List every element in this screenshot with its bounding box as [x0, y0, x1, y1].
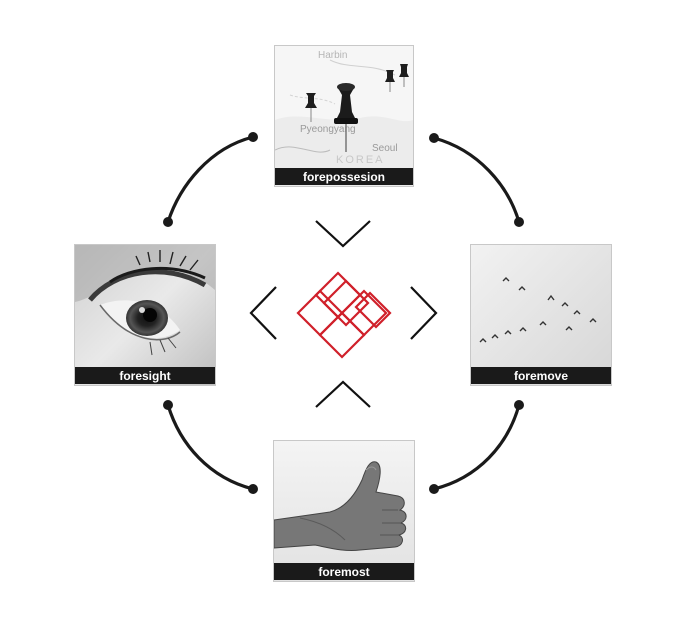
connector-bottom-left	[163, 400, 258, 494]
bird-icon	[519, 327, 527, 332]
tile-label: foremost	[318, 565, 369, 579]
connector-dot	[248, 132, 258, 142]
connector-top-right	[429, 133, 524, 227]
eye-photo	[75, 245, 215, 356]
tile-label: forepossesion	[303, 170, 385, 184]
tile-foremost: foremost	[273, 440, 415, 582]
connector-dot	[514, 400, 524, 410]
label-bar	[471, 367, 611, 384]
bird-icon	[547, 294, 555, 301]
chevron-down-icon	[315, 220, 371, 248]
map-label-korea: KOREA	[336, 154, 385, 166]
connector-dot	[163, 400, 173, 410]
birds-photo	[479, 277, 597, 343]
connector-dot	[163, 217, 173, 227]
connector-dot	[514, 217, 524, 227]
pushpin-icon	[305, 93, 317, 122]
bird-icon	[561, 302, 569, 307]
chevron-left-icon	[249, 286, 277, 340]
tile-forepossesion: Harbin Pyeongyang Seoul KOREA	[274, 45, 414, 187]
pushpin-icon	[399, 64, 409, 87]
bird-icon	[539, 321, 547, 326]
chevron-up-icon	[315, 380, 371, 408]
bird-icon	[502, 277, 510, 282]
label-bar	[75, 367, 215, 384]
map-label-seoul: Seoul	[372, 143, 398, 154]
connector-dot	[429, 484, 439, 494]
tile-foresight: foresight	[74, 244, 216, 386]
map-label-pyeongyang: Pyeongyang	[300, 124, 356, 135]
pushpin-icon	[334, 83, 358, 152]
connector-top-left	[163, 132, 258, 227]
label-bar	[275, 168, 413, 185]
connector-dot	[429, 133, 439, 143]
pushpin-icon	[385, 70, 395, 92]
bird-icon	[504, 330, 512, 335]
bird-icon	[479, 338, 487, 343]
thumbs-up-photo	[274, 461, 407, 551]
connector-bottom-right	[429, 400, 524, 494]
chevron-right-icon	[410, 286, 438, 340]
bird-icon	[573, 310, 581, 315]
tile-label: foremove	[514, 369, 568, 383]
bird-icon	[589, 318, 597, 323]
tile-foremove: foremove	[470, 244, 612, 386]
label-bar	[274, 563, 414, 580]
map-label-harbin: Harbin	[318, 50, 347, 61]
bird-icon	[518, 286, 526, 291]
bird-icon	[565, 326, 573, 331]
bird-icon	[491, 334, 499, 339]
tile-label: foresight	[119, 369, 170, 383]
connector-dot	[248, 484, 258, 494]
thumbs-up-icon	[274, 461, 407, 551]
red-interlocking-blocks-logo	[296, 271, 392, 359]
